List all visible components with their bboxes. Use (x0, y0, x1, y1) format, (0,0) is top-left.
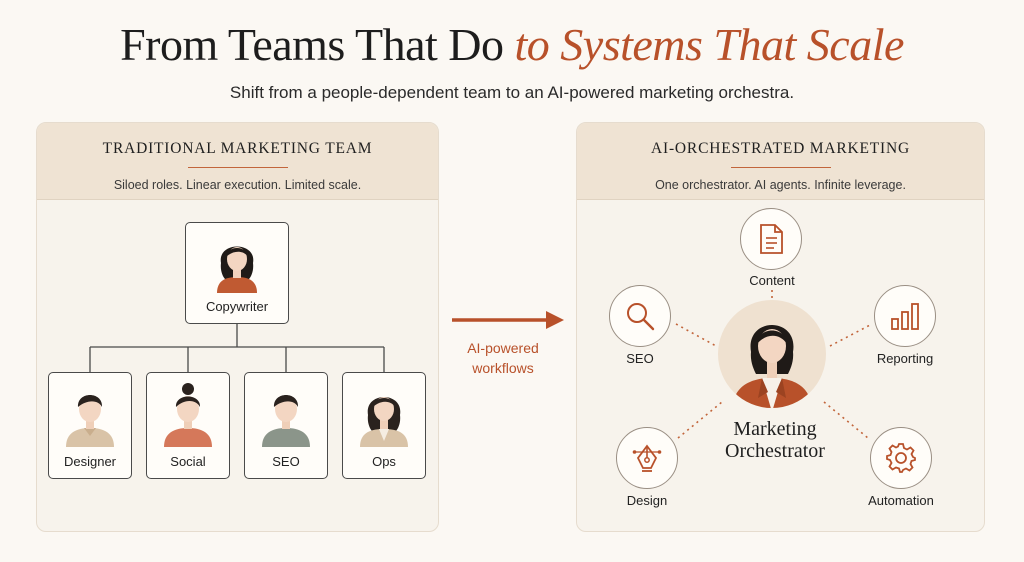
reporting-agent-label: Reporting (876, 351, 934, 366)
seo-agent-label: SEO (626, 351, 654, 366)
orchestrator-label-line2: Orchestrator (725, 440, 825, 462)
design-agent-label: Design (626, 493, 668, 508)
traditional-panel-title: TRADITIONAL MARKETING TEAM (102, 140, 373, 157)
title-underline (187, 167, 288, 168)
traditional-panel-header: TRADITIONAL MARKETING TEAM Siloed roles.… (37, 123, 438, 200)
document-icon (760, 224, 783, 254)
design-agent-node (616, 427, 678, 489)
orchestrator-node (718, 300, 826, 408)
page-title: From Teams That Do to Systems That Scale (0, 18, 1024, 71)
pen-tool-icon (632, 444, 662, 472)
traditional-panel-subtitle: Siloed roles. Linear execution. Limited … (113, 178, 362, 192)
seo-avatar-icon (262, 395, 310, 447)
social-node: Social (146, 372, 230, 479)
automation-agent-label: Automation (868, 493, 934, 508)
transition-label: AI-powered workflows (453, 338, 553, 378)
designer-node: Designer (48, 372, 132, 479)
orchestrator-label-line1: Marketing (733, 418, 817, 440)
orchestrator-avatar-icon (732, 325, 812, 408)
ai-panel-header: AI-ORCHESTRATED MARKETING One orchestrat… (577, 123, 984, 200)
arrow-right-icon (452, 311, 564, 329)
search-icon (627, 303, 655, 331)
copywriter-label: Copywriter (205, 299, 269, 314)
content-agent-node (740, 208, 802, 270)
social-label: Social (170, 454, 206, 469)
ops-label: Ops (372, 454, 396, 469)
orchestrator-label: Marketing Orchestrator (705, 418, 845, 462)
ai-panel-subtitle: One orchestrator. AI agents. Infinite le… (655, 178, 906, 192)
automation-agent-node (870, 427, 932, 489)
page-subtitle: Shift from a people-dependent team to an… (229, 83, 795, 102)
ops-avatar-icon (360, 397, 408, 447)
ai-panel-title: AI-ORCHESTRATED MARKETING (651, 140, 910, 157)
social-avatar-icon (164, 383, 212, 447)
gear-icon (886, 443, 916, 473)
ops-node: Ops (342, 372, 426, 479)
title-underline (730, 167, 831, 168)
seo-role-node: SEO (244, 372, 328, 479)
content-agent-label: Content (749, 273, 795, 288)
copywriter-avatar-icon (217, 246, 257, 293)
copywriter-node: Copywriter (185, 222, 289, 324)
transition-label-line1: AI-powered (467, 340, 539, 356)
title-accent: to Systems That Scale (514, 19, 905, 70)
bar-chart-icon (891, 303, 919, 330)
title-plain: From Teams That Do (120, 19, 504, 70)
designer-avatar-icon (66, 395, 114, 447)
reporting-agent-node (874, 285, 936, 347)
seo-role-label: SEO (272, 454, 300, 469)
designer-label: Designer (63, 454, 117, 469)
seo-agent-node (609, 285, 671, 347)
transition-label-line2: workflows (472, 360, 534, 376)
